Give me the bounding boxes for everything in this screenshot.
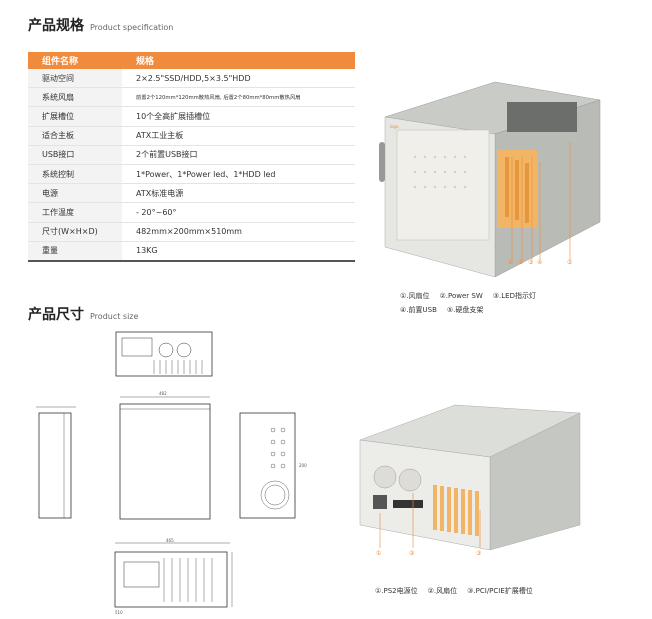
row-key: 系统风扇 xyxy=(28,87,122,108)
svg-text:logo: logo xyxy=(390,124,399,129)
legend-item: ④.前置USB xyxy=(400,306,437,314)
row-value: 1*Power、1*Power led、1*HDD led xyxy=(122,164,355,185)
side-view-drawing xyxy=(36,406,76,519)
row-value: 10个全高扩展插槽位 xyxy=(122,106,355,127)
dim-label: 482 xyxy=(159,391,167,396)
legend-item: ③.PCI/PCIE扩展槽位 xyxy=(467,587,533,595)
spec-subtitle: Product specification xyxy=(90,23,174,32)
rear-chassis-image: ① ② ③ xyxy=(359,404,581,557)
dim-label: 200 xyxy=(299,463,307,468)
legend-item: ③.LED指示灯 xyxy=(492,292,536,300)
front-chassis-image: logo ① ② ③ ④ ⑤ xyxy=(379,81,601,278)
row-key: USB接口 xyxy=(28,145,122,165)
top-view-drawing: 482 xyxy=(119,391,211,520)
front-legend: ④.前置USB ⑤.硬盘支架 xyxy=(400,305,493,315)
legend-item: ①.PS2电源位 xyxy=(375,587,418,595)
dim-label: 510 xyxy=(115,610,123,615)
legend-item: ①.风扇位 xyxy=(400,292,430,300)
row-key: 适合主板 xyxy=(28,126,122,146)
front-callout-number: ⑤ xyxy=(567,259,572,266)
table-row: 尺寸(W×H×D)482mm×200mm×510mm xyxy=(28,222,355,242)
front-callout-number: ③ xyxy=(528,259,533,266)
front-view-drawing: 465 510 xyxy=(114,538,233,615)
size-title-text: 产品尺寸 xyxy=(28,307,84,323)
rear-legend: ①.PS2电源位 ②.风扇位 ③.PCI/PCIE扩展槽位 xyxy=(375,586,543,596)
front-legend: ①.风扇位 ②.Power SW ③.LED指示灯 xyxy=(400,291,546,301)
size-subtitle: Product size xyxy=(90,312,139,321)
row-value: ATX标准电源 xyxy=(122,183,355,204)
side-view-right-drawing: 200 xyxy=(239,412,307,519)
size-section-title: 产品尺寸 Product size xyxy=(28,304,138,324)
legend-item: ②.Power SW xyxy=(439,292,483,300)
rear-callout-number: ③ xyxy=(476,550,481,557)
rear-callout-number: ① xyxy=(376,550,381,557)
table-row: 系统风扇前置2个120mm*120mm散热风扇, 后置2个80mm*80mm散热… xyxy=(28,87,355,108)
row-key: 扩展槽位 xyxy=(28,106,122,127)
front-callout-number: ① xyxy=(508,259,513,266)
legend-item: ⑤.硬盘支架 xyxy=(446,306,484,314)
row-value: 13KG xyxy=(122,241,355,262)
row-value: - 20°~60° xyxy=(122,202,355,223)
table-row: 工作温度- 20°~60° xyxy=(28,202,355,223)
header-component: 组件名称 xyxy=(28,52,122,69)
row-value: 2×2.5"SSD/HDD,5×3.5"HDD xyxy=(122,69,355,89)
dim-label: 465 xyxy=(166,538,174,543)
row-key: 工作温度 xyxy=(28,202,122,223)
spec-table-header: 组件名称 规格 xyxy=(28,52,355,69)
front-callout-number: ④ xyxy=(537,259,542,266)
spec-section-title: 产品规格 Product specification xyxy=(28,15,173,35)
row-value: 前置2个120mm*120mm散热风扇, 后置2个80mm*80mm散热风扇 xyxy=(122,87,355,108)
row-value: ATX工业主板 xyxy=(122,126,355,146)
row-key: 系统控制 xyxy=(28,164,122,185)
row-key: 电源 xyxy=(28,183,122,204)
rear-view-drawing xyxy=(115,331,213,377)
rear-callout-number: ② xyxy=(409,550,415,557)
row-key: 驱动空间 xyxy=(28,69,122,89)
header-spec: 规格 xyxy=(122,52,355,69)
row-value: 482mm×200mm×510mm xyxy=(122,222,355,242)
row-key: 尺寸(W×H×D) xyxy=(28,222,122,242)
row-key: 重量 xyxy=(28,241,122,262)
row-value: 2个前置USB接口 xyxy=(122,145,355,165)
spec-title-text: 产品规格 xyxy=(28,18,84,34)
legend-item: ②.风扇位 xyxy=(427,587,458,595)
front-callout-number: ② xyxy=(518,259,524,266)
